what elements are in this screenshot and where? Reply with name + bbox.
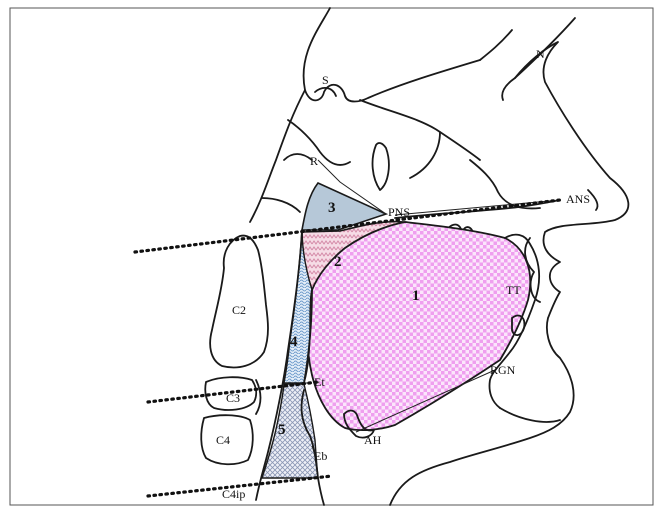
label-c3: C3 bbox=[226, 391, 240, 405]
label-rgn: RGN bbox=[490, 363, 516, 377]
region-label-3: 3 bbox=[328, 200, 336, 216]
region-5-hypopharynx bbox=[262, 384, 318, 478]
label-ah: AH bbox=[364, 433, 382, 447]
region-label-5: 5 bbox=[278, 422, 286, 438]
cervical-spine bbox=[201, 236, 268, 465]
label-s: S bbox=[322, 73, 329, 87]
label-pns: PNS bbox=[388, 205, 410, 219]
label-c2: C2 bbox=[232, 303, 246, 317]
label-n: N bbox=[536, 47, 545, 61]
region-label-2: 2 bbox=[334, 254, 342, 270]
cranial-base bbox=[250, 8, 540, 222]
label-r: R bbox=[310, 154, 318, 168]
region-label-1: 1 bbox=[412, 288, 420, 304]
label-ans: ANS bbox=[566, 192, 590, 206]
label-et: Et bbox=[314, 375, 325, 389]
label-eb: Eb bbox=[314, 449, 327, 463]
label-tt: TT bbox=[506, 283, 521, 297]
label-c4: C4 bbox=[216, 433, 230, 447]
label-c4ip: C4ip bbox=[222, 487, 245, 501]
region-label-4: 4 bbox=[290, 334, 298, 350]
